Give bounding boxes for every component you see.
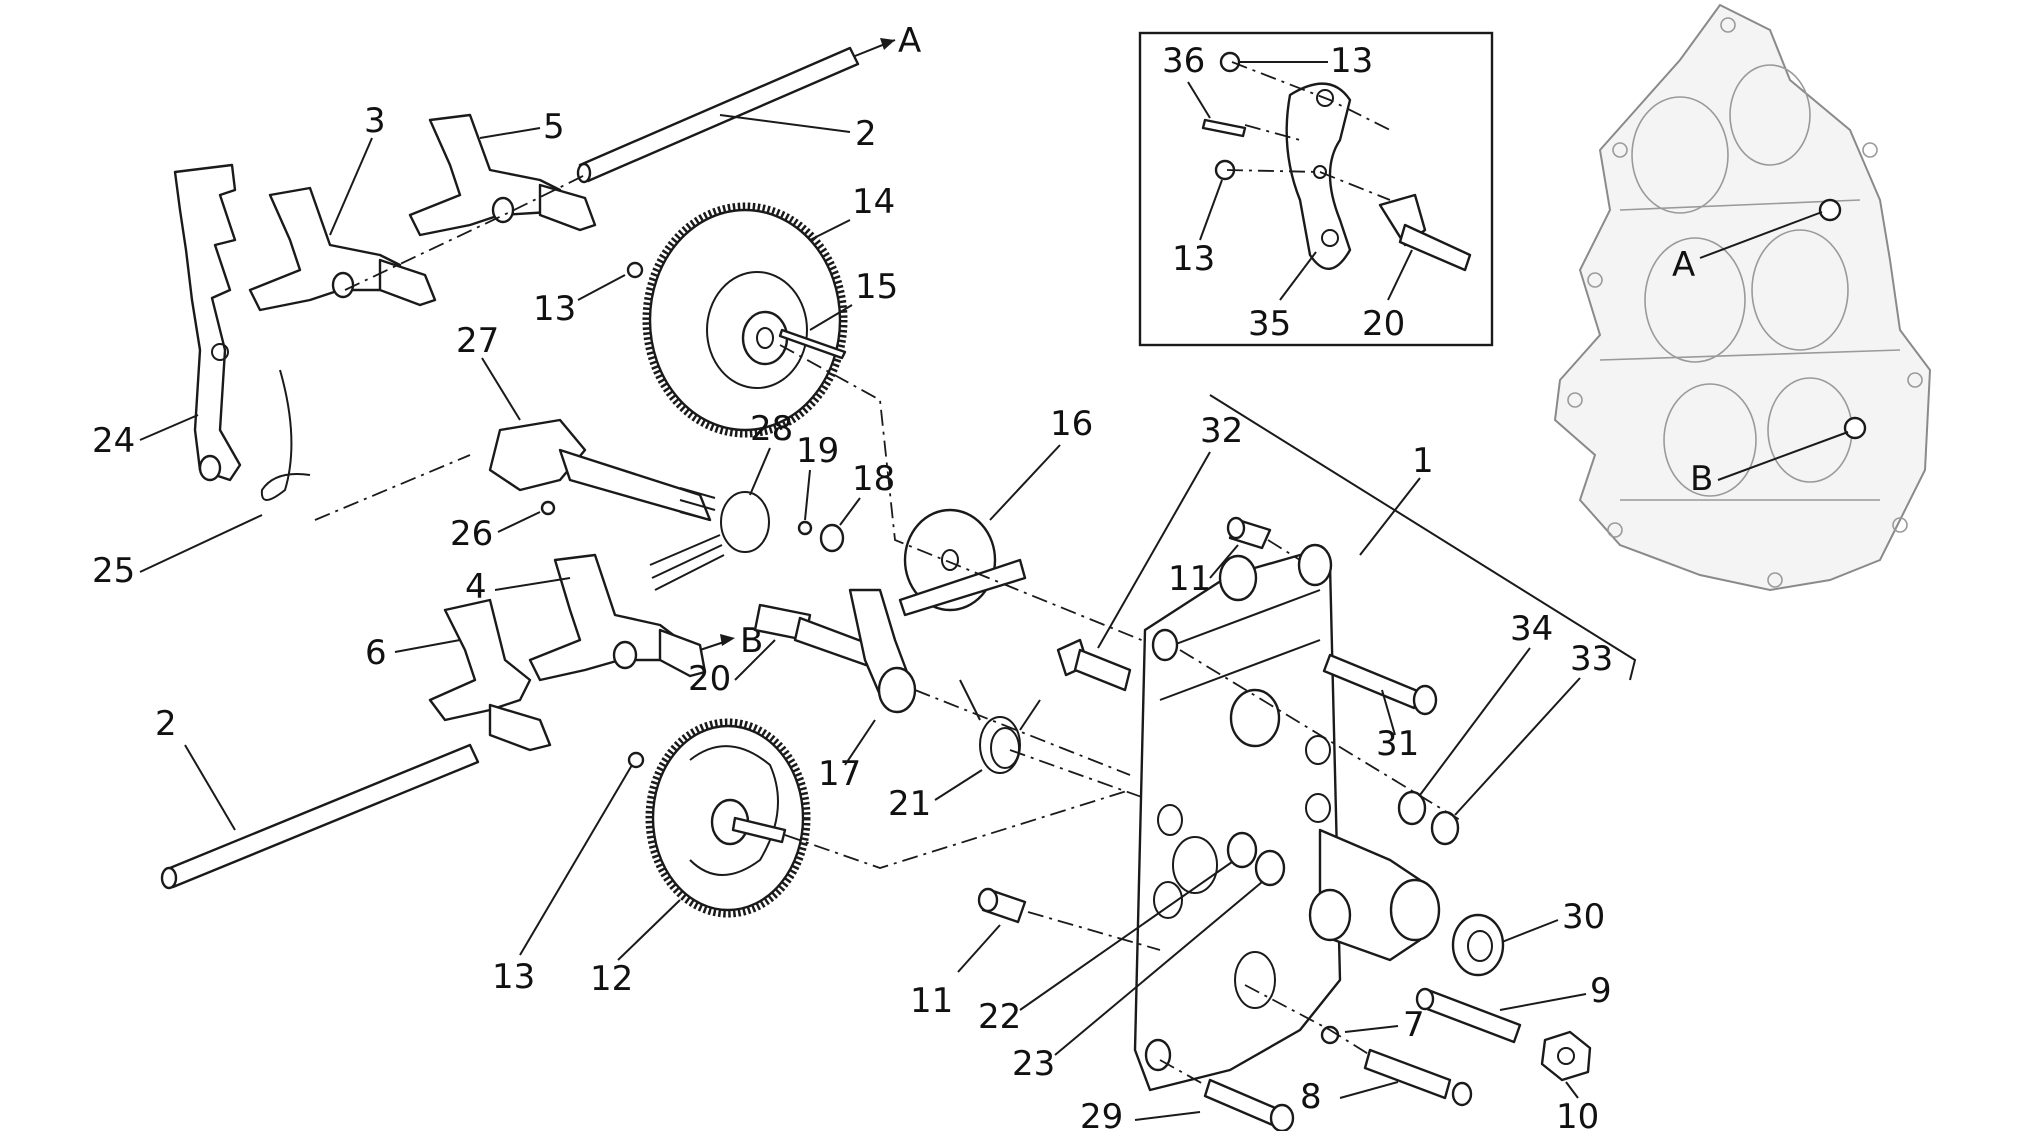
shift-fork-6 xyxy=(428,598,552,752)
dowel-11-top xyxy=(1226,516,1272,550)
reference-a-shaft: A xyxy=(898,21,921,61)
pin-20 xyxy=(753,603,887,672)
callout-5: 5 xyxy=(543,107,565,147)
dowel-11-bottom xyxy=(977,887,1027,924)
callout-20-inset: 20 xyxy=(1362,304,1405,344)
callout-housing-ref-b: B xyxy=(1690,459,1713,499)
shift-fork-5 xyxy=(408,113,597,237)
shift-fork-3 xyxy=(248,186,437,312)
cover-plate-1 xyxy=(1133,543,1441,1092)
spring-28 xyxy=(649,491,770,591)
lever-17 xyxy=(848,588,917,714)
callout-11-top: 11 xyxy=(1168,559,1211,599)
gear-12 xyxy=(645,718,811,918)
callout-30: 30 xyxy=(1562,897,1605,937)
engine-housing xyxy=(1553,3,1932,592)
callout-13-inset-top: 13 xyxy=(1330,41,1373,81)
callout-19: 19 xyxy=(796,431,839,471)
callout-13-gear12: 13 xyxy=(492,957,535,997)
callout-housing-ref-a: A xyxy=(1672,245,1695,285)
callout-32: 32 xyxy=(1200,411,1243,451)
callout-33: 33 xyxy=(1570,639,1613,679)
sensor-8 xyxy=(1363,1048,1473,1107)
callout-17: 17 xyxy=(818,754,861,794)
shaft-b xyxy=(160,743,480,890)
callout-14: 14 xyxy=(852,182,895,222)
callout-3: 3 xyxy=(364,101,386,141)
callout-12: 12 xyxy=(590,959,633,999)
seal-30 xyxy=(1451,913,1505,977)
callout-9: 9 xyxy=(1590,971,1612,1011)
callout-20: 20 xyxy=(688,659,731,699)
callout-13-gear14: 13 xyxy=(533,289,576,329)
callout-1: 1 xyxy=(1412,441,1434,481)
inset-detail-box xyxy=(1138,31,1494,347)
callout-10: 10 xyxy=(1556,1097,1599,1131)
callout-21: 21 xyxy=(888,784,931,824)
callout-27: 27 xyxy=(456,321,499,361)
cam-16 xyxy=(898,508,1027,617)
callout-24: 24 xyxy=(92,421,135,461)
callout-7: 7 xyxy=(1403,1005,1425,1045)
nut-10 xyxy=(1540,1030,1592,1082)
callout-34: 34 xyxy=(1510,609,1553,649)
stud-9 xyxy=(1415,987,1522,1044)
callout-2-top: 2 xyxy=(855,114,877,154)
callout-26: 26 xyxy=(450,514,493,554)
gear-14 xyxy=(642,202,848,438)
callout-2-bottom: 2 xyxy=(155,704,177,744)
callout-23: 23 xyxy=(1012,1044,1055,1084)
callout-25: 25 xyxy=(92,551,135,591)
callout-22: 22 xyxy=(978,997,1021,1037)
bolt-32 xyxy=(1056,638,1132,692)
callout-36: 36 xyxy=(1162,41,1205,81)
nut-33 xyxy=(1430,810,1460,846)
callout-28: 28 xyxy=(750,409,793,449)
bolt-31 xyxy=(1322,653,1438,716)
bolt-29 xyxy=(1203,1078,1295,1131)
callout-31: 31 xyxy=(1376,724,1419,764)
callout-35: 35 xyxy=(1248,304,1291,344)
selector-lever-24 xyxy=(173,163,242,482)
callout-6: 6 xyxy=(365,633,387,673)
callout-4: 4 xyxy=(465,567,487,607)
callout-13-inset-bottom: 13 xyxy=(1172,239,1215,279)
washer-34 xyxy=(1397,790,1427,826)
callout-11-bottom: 11 xyxy=(910,981,953,1021)
shaft-a xyxy=(576,38,896,184)
callout-8: 8 xyxy=(1300,1077,1322,1117)
shift-fork-4 xyxy=(528,553,707,682)
shift-shaft-27 xyxy=(488,418,716,522)
callout-29: 29 xyxy=(1080,1097,1123,1131)
callout-16: 16 xyxy=(1050,404,1093,444)
callout-15: 15 xyxy=(855,267,898,307)
spring-21 xyxy=(959,679,1041,774)
